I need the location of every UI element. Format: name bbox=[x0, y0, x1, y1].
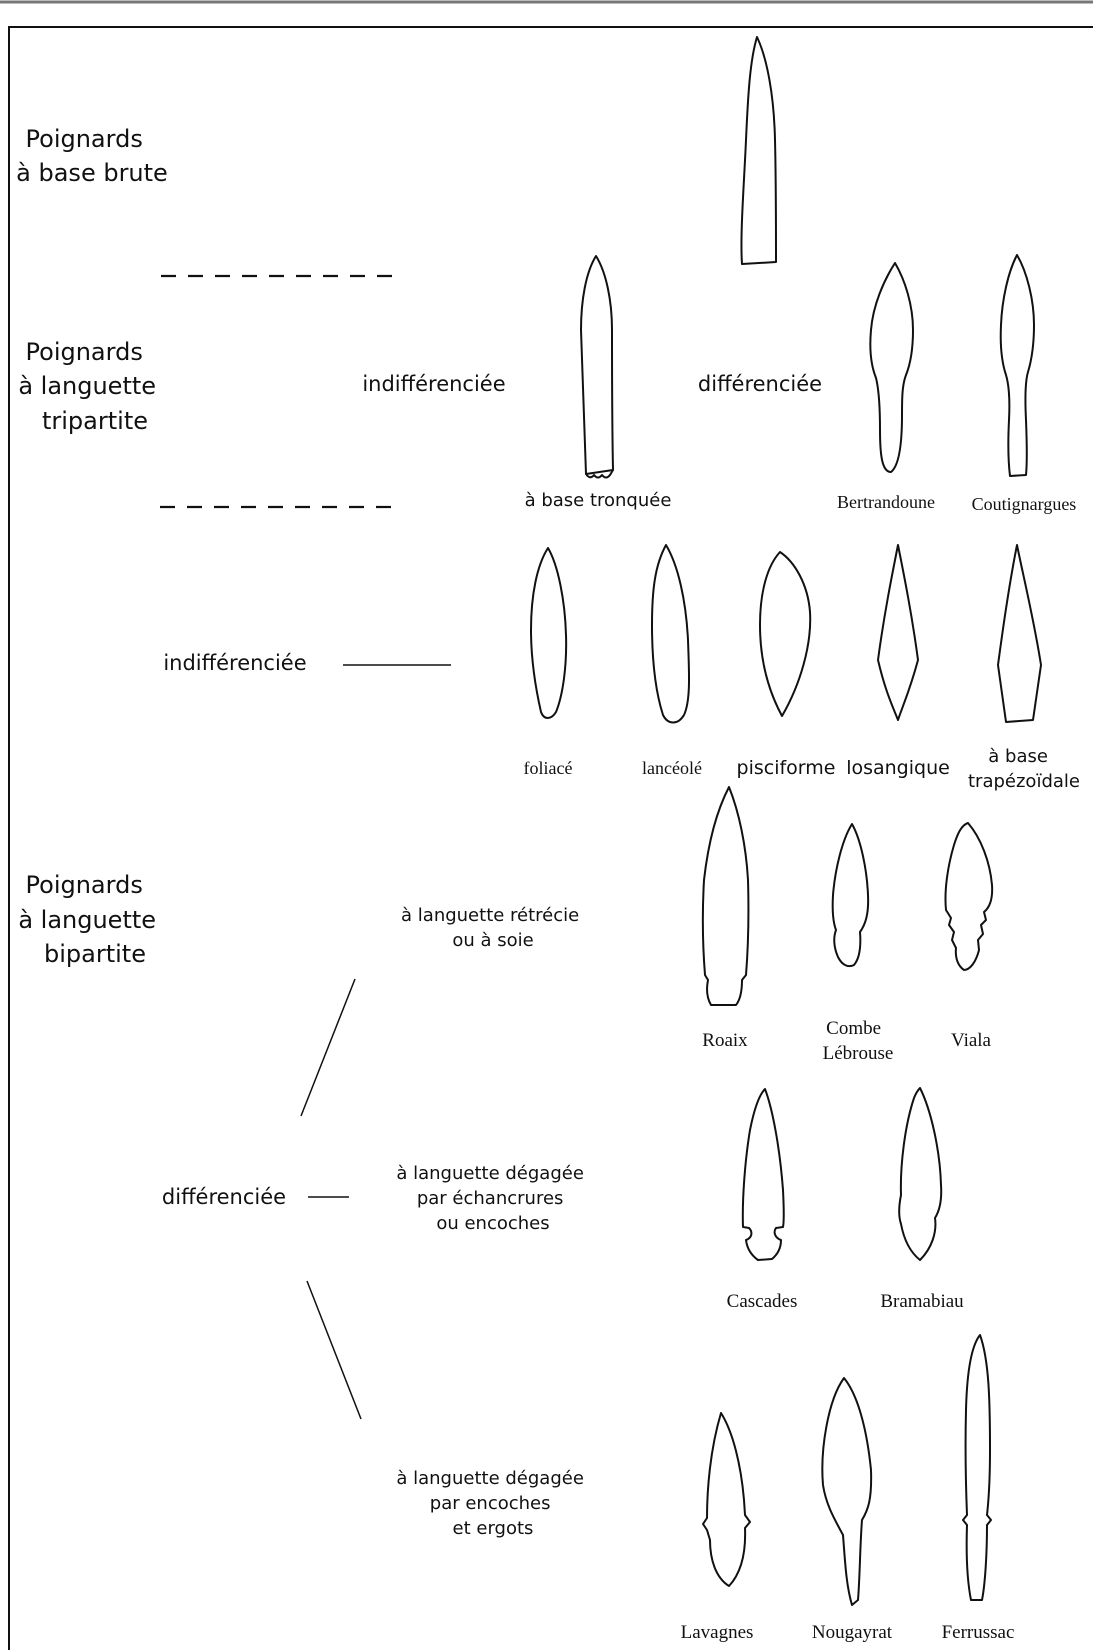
type-label-nougayrat: Nougayrat bbox=[812, 1622, 893, 1643]
tripartite-diff-label: différenciée bbox=[698, 372, 822, 396]
type-label-lavagnes: Lavagnes bbox=[681, 1622, 754, 1643]
type-label-ferrussac: Ferrussac bbox=[942, 1622, 1015, 1643]
type-label-bramabiau: Bramabiau bbox=[880, 1291, 964, 1312]
dagger-base-tronquee-notches bbox=[585, 469, 614, 479]
group-label-bipartite: Poignards à languette bipartite bbox=[18, 871, 163, 968]
branch-line-upper bbox=[300, 978, 356, 1117]
sub-label-echancrures: à languette dégagée par échancrures ou e… bbox=[396, 1163, 589, 1234]
dagger-foliace bbox=[530, 547, 568, 719]
dagger-combe-lebrouse bbox=[831, 823, 870, 968]
type-label-roaix: Roaix bbox=[702, 1030, 748, 1051]
dagger-viala bbox=[944, 822, 994, 971]
dagger-lavagnes bbox=[702, 1412, 751, 1587]
dagger-bramabiau bbox=[898, 1087, 943, 1261]
dagger-ferrussac bbox=[962, 1334, 992, 1601]
dagger-lanceole bbox=[651, 544, 691, 724]
sub-label-retrecie: à languette rétrécie ou à soie bbox=[401, 905, 585, 951]
dagger-roaix bbox=[701, 786, 750, 1006]
type-label-viala: Viala bbox=[951, 1030, 992, 1051]
tripartite-indiff-label: indifférenciée bbox=[362, 372, 505, 396]
dagger-bertrandoune bbox=[869, 262, 914, 473]
dagger-nougayrat bbox=[821, 1377, 873, 1606]
dagger-base-brute bbox=[740, 36, 777, 265]
dagger-trapezoidale bbox=[997, 544, 1042, 723]
type-label-losangique: losangique bbox=[846, 757, 950, 779]
dagger-base-tronquee bbox=[580, 255, 614, 475]
type-label-combe-lebrouse: Combe Lébrouse bbox=[823, 1018, 894, 1064]
dagger-coutignargues bbox=[999, 254, 1035, 477]
type-label-foliace: foliacé bbox=[524, 758, 573, 778]
dagger-losangique bbox=[877, 544, 919, 721]
type-label-coutignargues: Coutignargues bbox=[972, 494, 1077, 514]
branch-line-lower bbox=[306, 1280, 362, 1420]
type-label-pisciforme: pisciforme bbox=[737, 757, 836, 779]
type-label-bertrandoune: Bertrandoune bbox=[837, 492, 935, 512]
group-label-tripartite: Poignards à languette tripartite bbox=[18, 338, 163, 435]
bipartite-diff-label: différenciée bbox=[162, 1185, 286, 1209]
type-label-lanceole: lancéolé bbox=[642, 758, 702, 778]
dagger-cascades bbox=[741, 1088, 785, 1261]
type-label-cascades: Cascades bbox=[727, 1291, 798, 1312]
type-label-base-tronquee: à base tronquée bbox=[525, 490, 672, 511]
bipartite-indiff-label: indifférenciée bbox=[163, 651, 306, 675]
group-label-brute: Poignards à base brute bbox=[16, 125, 168, 187]
sub-label-ergots: à languette dégagée par encoches et ergo… bbox=[396, 1468, 589, 1539]
frame-border bbox=[8, 26, 1093, 1650]
dagger-pisciforme bbox=[759, 551, 812, 717]
type-label-trapezoidale: à base trapézoïdale bbox=[968, 746, 1080, 792]
